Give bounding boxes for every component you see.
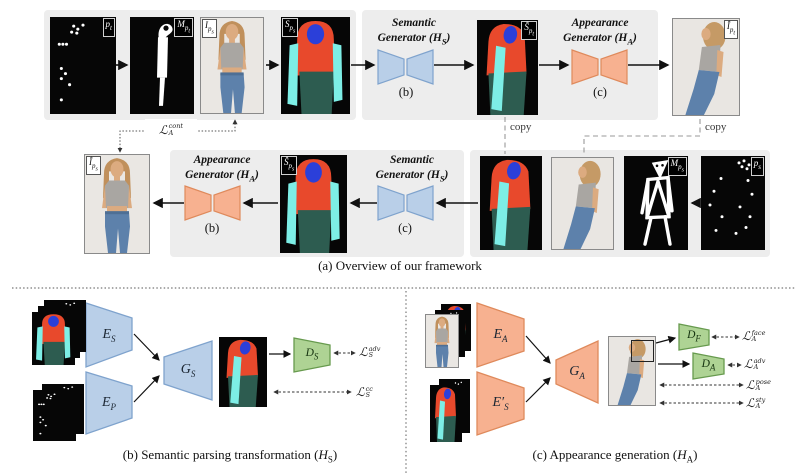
encoder-es-label: ES (102, 326, 116, 344)
appearance-generator-shape-bottom (184, 185, 241, 221)
tile-label: Ips (202, 19, 217, 39)
semantic-generator-shape-bottom (377, 185, 434, 221)
stack-parsing-front (32, 312, 75, 365)
tile-label: Ŝpt (521, 21, 537, 41)
discriminator-da-label: DA (701, 357, 716, 373)
stack-parsing2-front (430, 385, 462, 442)
semantic-generator-tag-bottom: (c) (398, 221, 412, 235)
encoder-esprime-label: E′S (492, 395, 509, 412)
appearance-generator-tag-top: (c) (593, 85, 607, 99)
encoder-ep-shape (85, 371, 133, 435)
discriminator-ds-shape (293, 337, 331, 373)
tile-reconstructed-source-image: Îps (84, 154, 150, 254)
discriminator-da-shape (692, 352, 725, 380)
appearance-generator-title-top: Appearance Generator (HA) (563, 17, 637, 47)
copied-photo-graphic (552, 158, 613, 249)
tile-label: pt (102, 18, 115, 38)
decoder-gs-label: GS (180, 362, 196, 379)
discriminator-ds-label: DS (305, 346, 319, 362)
tile-label: Îpt (723, 20, 738, 40)
caption-overview: (a) Overview of our framework (318, 258, 482, 273)
tile-label: ps (750, 157, 764, 177)
semantic-generator-shape-top (377, 49, 434, 85)
tile-target-pose-mask: Mpt (130, 17, 194, 114)
tile-reconstructed-source-parsing: Ŝps (280, 155, 347, 253)
semantic-generator-title-top: Semantic Generator (HS) (377, 17, 451, 47)
output-generated-photo (608, 336, 656, 406)
tile-generated-target-image: Îpt (672, 18, 740, 116)
appearance-generator-shape-top (571, 49, 628, 85)
tile-source-parsing: Sps (281, 17, 350, 114)
stack-appearance-front (425, 314, 459, 368)
encoder-ea-shape (476, 302, 525, 368)
appearance-generator-title-bottom: Appearance Generator (HA) (185, 154, 259, 184)
copy-label-left: copy (510, 121, 532, 133)
tile-label: Mpt (174, 18, 193, 38)
discriminator-df-shape (678, 323, 710, 351)
semantic-generator-title-bottom: Semantic Generator (HS) (375, 154, 449, 184)
decoder-gs-shape (163, 340, 213, 401)
encoder-ep-label: EP (101, 394, 117, 412)
semantic-generator-tag-top: (b) (398, 85, 414, 99)
tile-target-pose: pt (50, 17, 116, 114)
appearance-generator-tag-bottom: (b) (204, 221, 220, 235)
tile-label: Îps (86, 156, 101, 176)
copy-label-right: copy (705, 121, 727, 133)
encoder-esprime-shape (476, 371, 525, 436)
tile-source-image: Ips (200, 17, 264, 114)
decoder-ga-shape (555, 339, 599, 405)
tile-predicted-target-parsing: Ŝpt (477, 20, 538, 115)
tile-label: Mps (667, 157, 687, 177)
tile-copied-target-image (551, 157, 614, 250)
tile-label: Sps (282, 18, 299, 38)
tile-label: Ŝps (281, 156, 298, 176)
tile-source-pose: ps (701, 156, 765, 250)
output-parsing-map (219, 337, 267, 407)
caption-appearance-generation: (c) Appearance generation (HA) (532, 447, 698, 465)
tile-copied-target-parsing (480, 156, 542, 250)
stack-pose-front (33, 390, 76, 441)
face-crop-box (631, 340, 654, 362)
encoder-es-shape (85, 302, 133, 368)
tile-source-pose-mask: Mps (624, 156, 688, 250)
encoder-ea-label: EA (493, 326, 508, 344)
decoder-ga-label: GA (569, 363, 585, 381)
caption-semantic-parsing: (b) Semantic parsing transformation (HS) (122, 447, 338, 465)
semantic-map-graphic (480, 156, 542, 250)
discriminator-df-label: DF (687, 328, 701, 344)
